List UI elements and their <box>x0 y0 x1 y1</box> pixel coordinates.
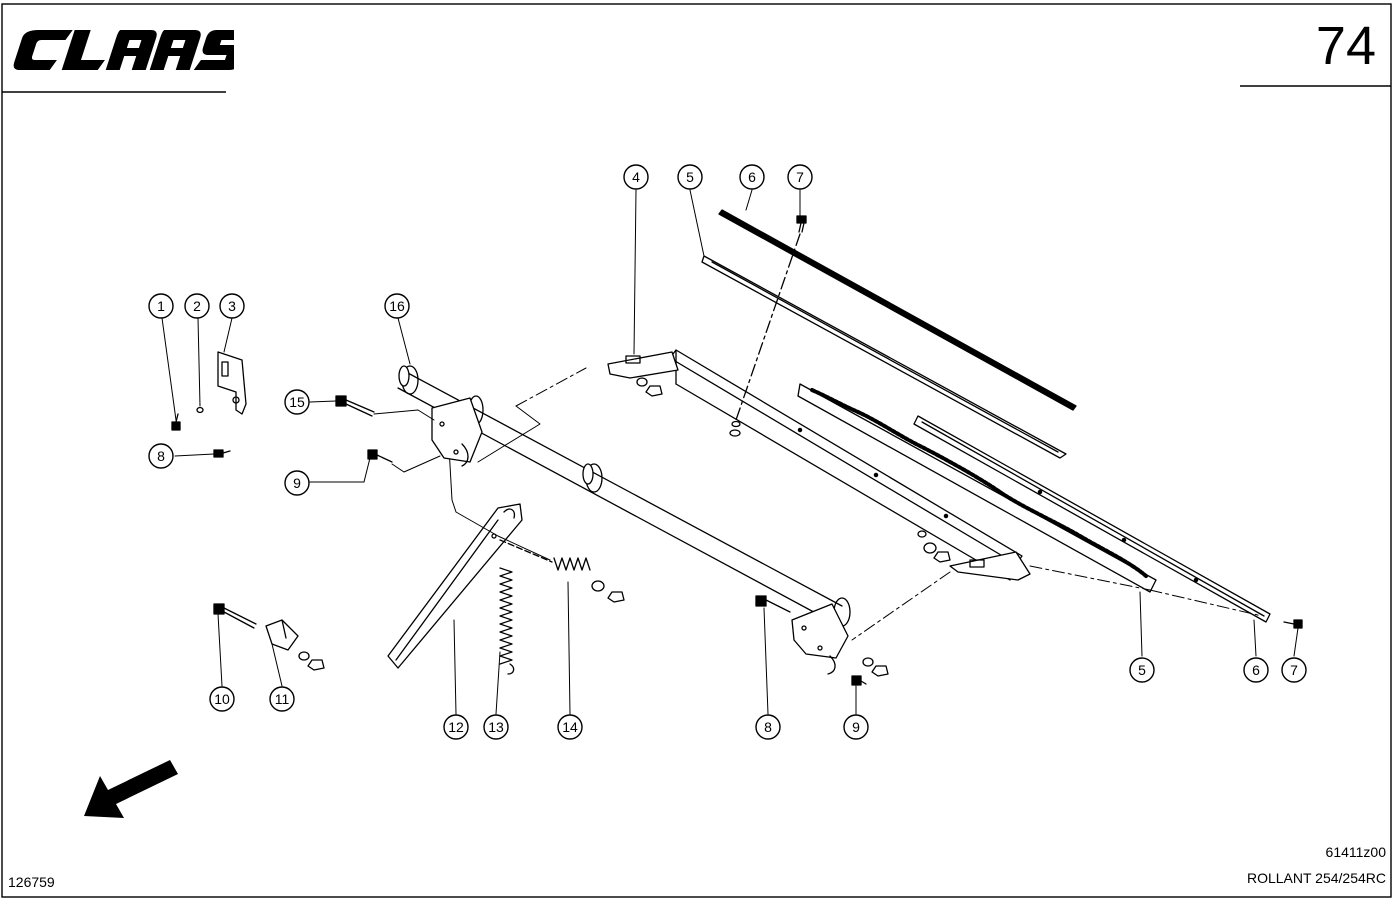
svg-text:5: 5 <box>686 169 694 185</box>
svg-text:12: 12 <box>448 719 464 735</box>
callout-5-bottom: 5 <box>1129 657 1155 683</box>
strip-part-5-upper <box>701 255 1067 459</box>
sheet-frame <box>1 3 1392 898</box>
washer-part-2 <box>196 406 204 414</box>
svg-text:7: 7 <box>1290 662 1298 678</box>
claas-logo <box>13 30 234 70</box>
callout-14: 14 <box>557 714 583 740</box>
svg-text:1: 1 <box>157 298 165 314</box>
nuts-right-lower <box>862 657 889 677</box>
svg-text:11: 11 <box>275 691 290 707</box>
svg-text:9: 9 <box>852 719 860 735</box>
svg-text:14: 14 <box>562 719 578 735</box>
callout-6-bottom: 6 <box>1243 657 1269 683</box>
svg-text:7: 7 <box>796 169 804 185</box>
callout-11: 11 <box>269 686 295 712</box>
svg-text:3: 3 <box>228 298 236 314</box>
carrier-bar-part-4 <box>607 349 1031 581</box>
callout-12: 12 <box>443 714 469 740</box>
nuts-part-4-right <box>917 530 951 563</box>
screw-part-8-left <box>213 449 231 458</box>
callout-9-left: 9 <box>284 470 310 496</box>
drawing-code: 61411z00 <box>1325 844 1386 860</box>
bolt-7-lower <box>1283 619 1303 629</box>
callout-10: 10 <box>209 686 235 712</box>
callout-8-left: 8 <box>148 443 174 469</box>
callout-2: 2 <box>184 293 210 319</box>
svg-text:6: 6 <box>1252 662 1260 678</box>
svg-text:2: 2 <box>193 298 201 314</box>
callout-7-bottom: 7 <box>1281 657 1307 683</box>
callout-7-top: 7 <box>787 164 813 190</box>
spring-part-13 <box>499 567 515 675</box>
bolt-part-8-right <box>755 595 791 613</box>
svg-text:13: 13 <box>488 719 504 735</box>
bracket-part-3 <box>217 351 247 415</box>
strip-part-6-lower <box>913 415 1271 623</box>
callout-15: 15 <box>284 389 310 415</box>
callout-4: 4 <box>623 164 649 190</box>
svg-text:8: 8 <box>764 719 772 735</box>
model-name: ROLLANT 254/254RC <box>1246 870 1386 886</box>
bolt-7-upper <box>796 215 807 233</box>
svg-text:15: 15 <box>289 394 305 410</box>
document-number: 126759 <box>8 874 55 890</box>
svg-text:8: 8 <box>157 448 165 464</box>
svg-text:6: 6 <box>748 169 756 185</box>
svg-text:16: 16 <box>389 298 405 314</box>
callout-13: 13 <box>483 714 509 740</box>
page-number: 74 <box>1315 16 1376 76</box>
svg-text:4: 4 <box>632 169 640 185</box>
lever-arm-part-12 <box>387 503 523 669</box>
callout-5-top: 5 <box>677 164 703 190</box>
strip-part-5-lower <box>797 383 1157 593</box>
svg-text:10: 10 <box>214 691 230 707</box>
clamp-part-11 <box>265 619 325 671</box>
svg-text:9: 9 <box>293 475 301 491</box>
bolt-part-10 <box>213 603 257 629</box>
callout-3: 3 <box>219 293 245 319</box>
svg-text:5: 5 <box>1138 662 1146 678</box>
callout-6-top: 6 <box>739 164 765 190</box>
shaft-assembly-part-16 <box>397 365 851 675</box>
assembly-guide-lines <box>515 367 1263 641</box>
callout-9-right: 9 <box>843 714 869 740</box>
bolt-part-9-right <box>851 675 867 686</box>
callout-16: 16 <box>384 293 410 319</box>
spring-part-14 <box>553 557 625 603</box>
callout-8-right: 8 <box>755 714 781 740</box>
nuts-part-4-left <box>636 377 663 397</box>
screw-part-1 <box>171 413 181 431</box>
strip-part-6-upper <box>718 209 1077 411</box>
callout-1: 1 <box>148 293 174 319</box>
bolt-15 <box>335 395 435 421</box>
part-geometry <box>161 189 1303 715</box>
leader-lines <box>161 189 1299 715</box>
bolt-9-left <box>367 449 441 473</box>
callouts: 1 2 3 4 5 6 7 8 9 10 11 12 13 14 15 16 5… <box>148 164 1307 740</box>
direction-arrow-icon <box>84 760 178 818</box>
